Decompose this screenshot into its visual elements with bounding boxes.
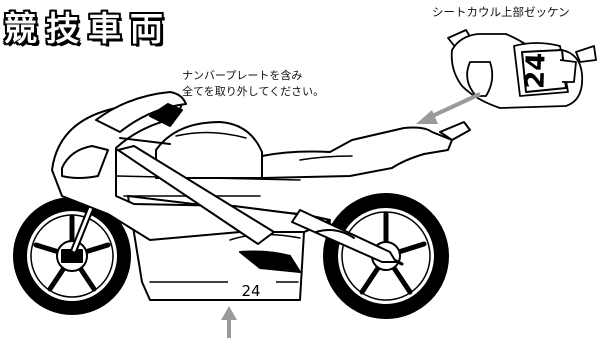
side-number-arrow — [221, 306, 237, 338]
side-number-label: 24 — [241, 282, 260, 300]
instruction-note: ナンバープレートを含み 全てを取り外してください。 — [182, 68, 324, 100]
rear-view-diagram — [447, 29, 597, 109]
seat-cowl-caption: シートカウル上部ゼッケン — [432, 5, 570, 19]
seat-number-arrow — [416, 92, 481, 124]
page-title: 競技車両 — [4, 9, 172, 48]
instruction-line-1: ナンバープレートを含み — [182, 69, 303, 82]
instruction-line-2: 全てを取り外してください。 — [182, 85, 325, 98]
front-wheel — [13, 197, 131, 315]
top-number-label: 24 — [520, 52, 551, 89]
